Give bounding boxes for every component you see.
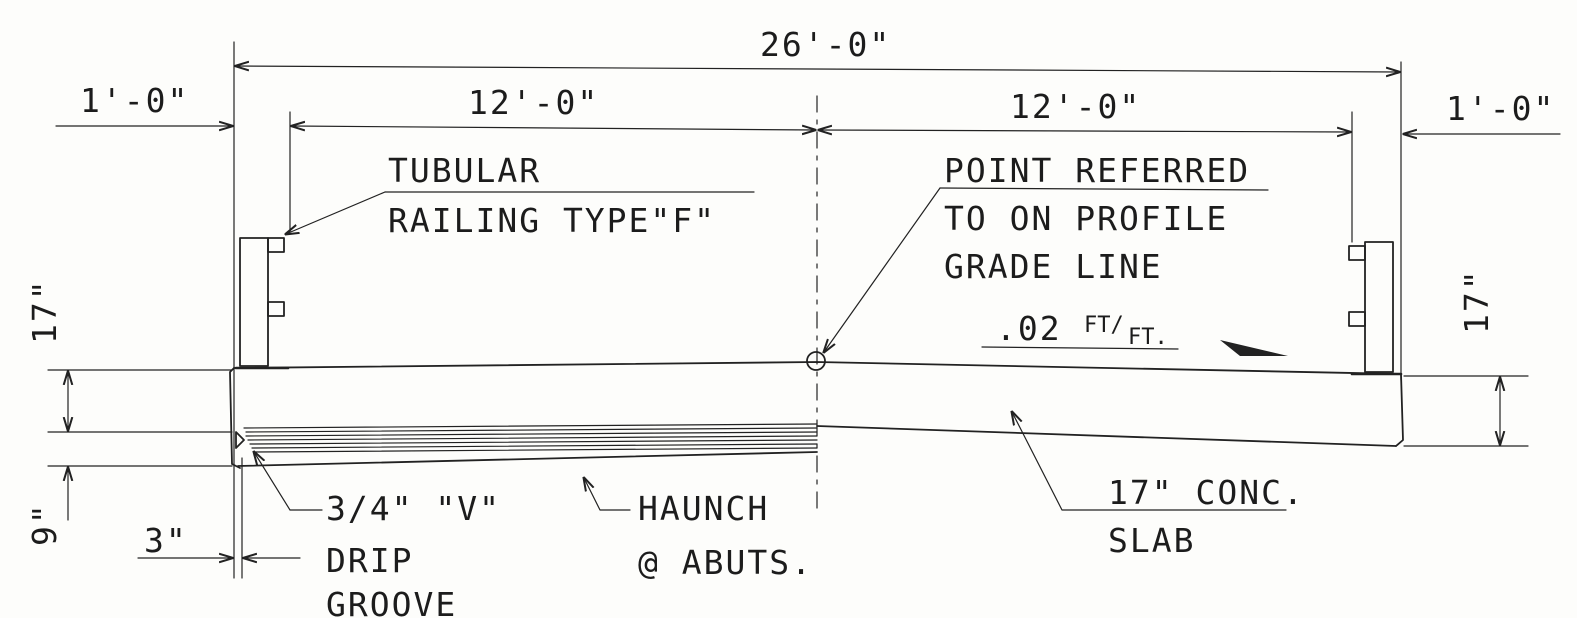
- slope-underline: [981, 346, 1179, 350]
- left-lane-label: 12'-0": [468, 83, 599, 122]
- extension-lines: [47, 41, 1529, 579]
- dimension-labels: 26'-0" 1'-0" 1'-0" 12'-0" 12'-0" 17" 17"…: [25, 25, 1555, 560]
- overall-dimension-line: [236, 66, 1399, 72]
- left-railing: [234, 237, 290, 370]
- drip-label-line3: GROOVE: [326, 585, 457, 618]
- left-lane-dimension-line: [292, 126, 815, 130]
- right-lane-label: 12'-0": [1010, 87, 1141, 126]
- right-overhang-label: 1'-0": [1446, 89, 1555, 128]
- profile-grade-point: [806, 351, 826, 371]
- slab-label-line2: SLAB: [1108, 521, 1195, 560]
- drip-label-line1: 3/4" "V": [326, 489, 501, 528]
- slope-value: .02: [996, 309, 1062, 348]
- leaders: [254, 187, 1287, 511]
- note-labels: TUBULAR RAILING TYPE"F" POINT REFERRED T…: [326, 151, 1305, 618]
- overall-width-label: 26'-0": [760, 25, 891, 64]
- drip-groove: [235, 431, 245, 449]
- groove-offset-label: 3": [144, 521, 188, 560]
- left-rail-height-label: 17": [25, 278, 64, 344]
- dimension-lines: [55, 66, 1561, 558]
- railing-label-line2: RAILING TYPE"F": [388, 201, 716, 240]
- profile-label-line1: POINT REFERRED: [944, 151, 1250, 190]
- right-lane-dimension-line: [819, 130, 1350, 132]
- left-overhang-label: 1'-0": [80, 81, 189, 120]
- haunch-depth-label: 9": [25, 502, 64, 546]
- slope-unit-top: FT/: [1084, 313, 1124, 338]
- profile-label-line3: GRADE LINE: [944, 247, 1163, 286]
- haunch-label-line1: HAUNCH: [638, 489, 769, 528]
- haunch-lines: [243, 423, 818, 453]
- haunch-label-line2: @ ABUTS.: [638, 543, 813, 582]
- railing-label-line1: TUBULAR: [388, 151, 541, 190]
- right-rail-height-label: 17": [1457, 268, 1496, 334]
- slope-unit-bottom: FT.: [1128, 325, 1168, 350]
- slab-label-line1: 17" CONC.: [1108, 473, 1305, 512]
- drip-label-line2: DRIP: [326, 541, 413, 580]
- slope-arrow: [1220, 340, 1288, 356]
- right-railing: [1348, 241, 1403, 376]
- deck-slab: [229, 361, 1404, 469]
- profile-label-line2: TO ON PROFILE: [944, 199, 1228, 238]
